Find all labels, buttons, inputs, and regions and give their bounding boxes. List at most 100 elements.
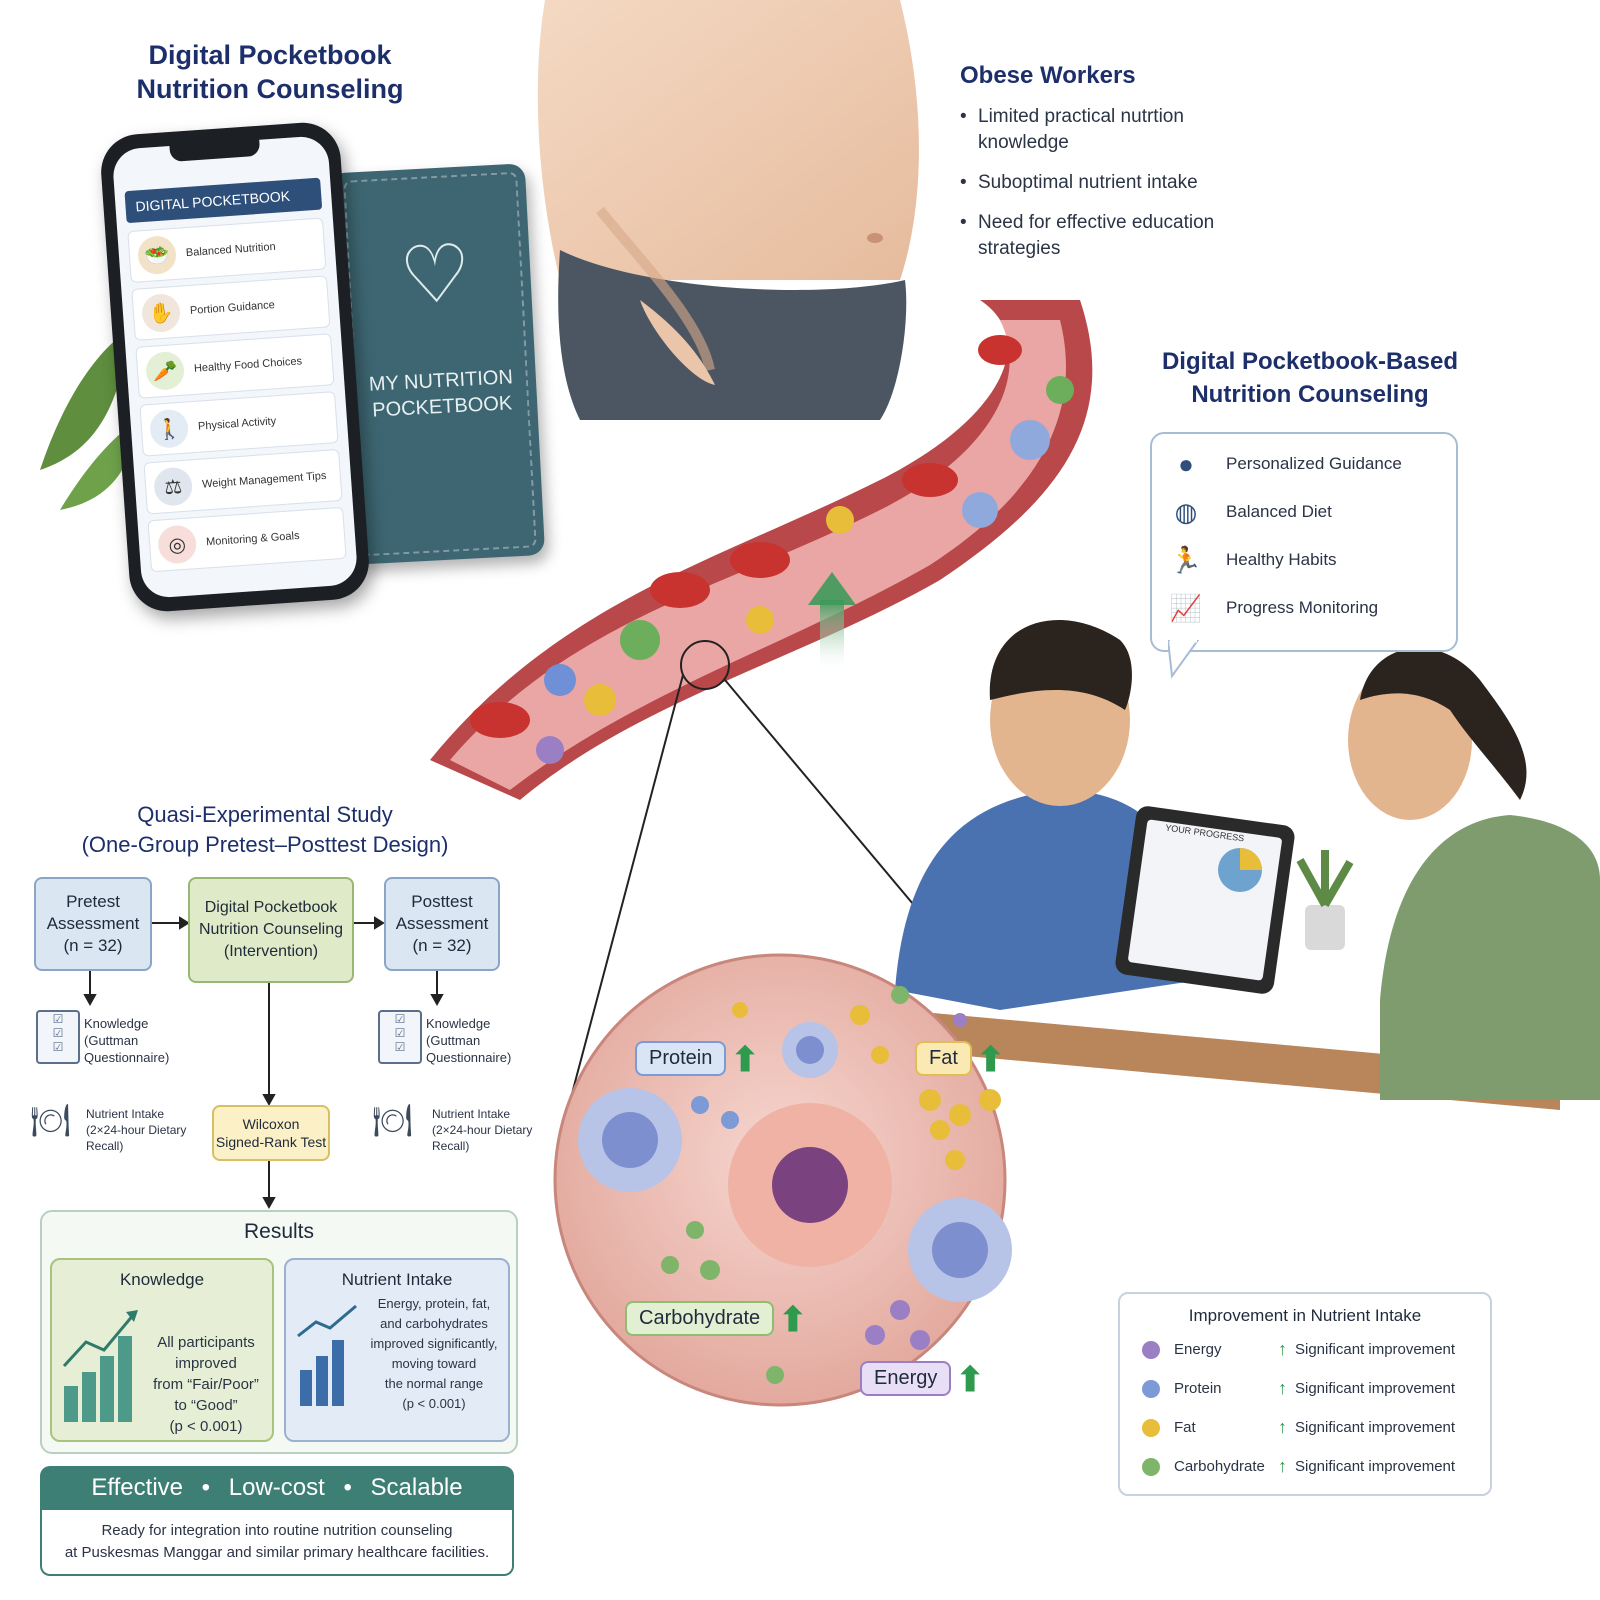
intake-line2: (2×24-hour Dietary (86, 1123, 187, 1137)
obese-torso-illustration (537, 0, 919, 420)
banner-word-scalable: Scalable (370, 1474, 463, 1501)
knowledge-result-line: to “Good” (174, 1397, 238, 1414)
intake-line3: Recall) (86, 1139, 124, 1153)
up-arrow-icon: ⬆ (730, 1041, 760, 1079)
intake-result-line: (p < 0.001) (402, 1396, 466, 1411)
intake-result-line: the normal range (384, 1376, 484, 1391)
obese-workers-section: Obese Workers Limited practical nutrtion… (960, 62, 1260, 276)
fat-label-group: Fat ⬆ (915, 1040, 1005, 1080)
pocketbook-title: Digital Pocketbook Nutrition Counseling (120, 38, 420, 106)
intake-line2: (2×24-hour Dietary (432, 1123, 533, 1137)
up-arrow-icon: ↑ (1278, 1417, 1287, 1437)
menu-item-weight-management[interactable]: ⚖ Weight Management Tips (143, 448, 343, 515)
fat-label: Fat (915, 1041, 972, 1077)
carbohydrate-dot-icon (1142, 1457, 1160, 1476)
menu-item-balanced-nutrition[interactable]: 🥗 Balanced Nutrition (127, 217, 327, 284)
study-title-line1: Quasi-Experimental Study (137, 802, 393, 827)
counseling-item-label: Progress Monitoring (1226, 598, 1379, 617)
vegetables-icon: 🥕 (144, 350, 186, 392)
rising-bars-icon (62, 1310, 138, 1422)
counseling-item: 🏃Healthy Habits (1152, 536, 1456, 584)
up-arrow-icon: ↑ (1278, 1339, 1287, 1359)
menu-item-label: Monitoring & Goals (205, 529, 300, 549)
legend-label: Carbohydrate (1174, 1458, 1265, 1475)
food-plate-icon: ◍ (1174, 496, 1198, 527)
test-line1: Wilcoxon (242, 1116, 300, 1132)
intake-line3: Recall) (432, 1139, 470, 1153)
apple-heart-icon: ♡ (397, 228, 474, 321)
walking-person-icon: 🚶 (148, 408, 190, 450)
intake-result-line: and carbohydrates (380, 1316, 488, 1331)
knowledge-line1: Knowledge (84, 1016, 149, 1031)
energy-label-group: Energy ⬆ (860, 1360, 984, 1400)
banner-footer-line2: at Puskesmas Manggar and similar primary… (64, 1544, 490, 1561)
knowledge-result-line: improved (175, 1355, 237, 1372)
energy-dot-icon (1142, 1340, 1160, 1359)
knowledge-result-line: from “Fair/Poor” (153, 1376, 259, 1393)
book-title: MY NUTRITION POCKETBOOK (345, 363, 537, 425)
legend-row-fat: Fat ↑ Significant improvement (1120, 1408, 1490, 1447)
study-title: Quasi-Experimental Study (One-Group Pret… (30, 800, 500, 860)
menu-item-physical-activity[interactable]: 🚶 Physical Activity (139, 391, 339, 457)
obese-workers-list: Limited practical nutrtion knowledge Sub… (960, 104, 1260, 262)
app-title: DIGITAL POCKETBOOK (135, 187, 291, 215)
intake-result-line: Energy, protein, fat, (377, 1296, 491, 1311)
up-arrow-icon: ⬆ (955, 1361, 985, 1399)
carbohydrate-label-group: Carbohydrate ⬆ (625, 1300, 807, 1340)
pocketbook-title-line2: Nutrition Counseling (136, 74, 404, 104)
menu-item-label: Weight Management Tips (201, 469, 327, 491)
energy-label: Energy (860, 1361, 952, 1397)
menu-item-portion-guidance[interactable]: ✋ Portion Guidance (131, 275, 331, 341)
banner-header: Effective • Low-cost • Scalable (40, 1466, 514, 1510)
posttest-line1: Posttest (411, 892, 473, 911)
menu-item-healthy-food-choices[interactable]: 🥕 Healthy Food Choices (135, 333, 335, 399)
knowledge-line2: (Guttman (84, 1033, 139, 1048)
salad-bowl-icon: 🥗 (136, 234, 178, 276)
counseling-item-label: Personalized Guidance (1226, 454, 1402, 473)
up-arrow-icon: ↑ (1278, 1456, 1287, 1476)
measuring-hand-icon: ✋ (140, 292, 182, 334)
banner-footer: Ready for integration into routine nutri… (40, 1510, 514, 1576)
legend-row-carbohydrate: Carbohydrate ↑ Significant improvement (1120, 1447, 1490, 1486)
legend-title: Improvement in Nutrient Intake (1188, 1306, 1422, 1325)
counseling-title-line1: Digital Pocketbook-Based (1161, 348, 1459, 375)
fat-dot-icon (1142, 1418, 1160, 1437)
target-icon: ◎ (156, 524, 198, 565)
knowledge-result-line: All participants (157, 1334, 255, 1351)
banner-separator: • (201, 1474, 211, 1501)
menu-item-label: Portion Guidance (189, 299, 276, 317)
menu-item-label: Physical Activity (197, 415, 277, 433)
scale-icon: ⚖ (152, 466, 194, 507)
knowledge-line3: Questionnaire) (426, 1050, 512, 1065)
menu-item-monitoring-goals[interactable]: ◎ Monitoring & Goals (147, 506, 347, 573)
legend-row-protein: Protein ↑ Significant improvement (1120, 1369, 1490, 1408)
flow-arrows (83, 916, 444, 1210)
protein-label: Protein (635, 1041, 727, 1077)
banner-separator: • (343, 1474, 352, 1501)
checklist-icon: ☑☑☑ (36, 1010, 80, 1064)
plate-fork-icon: 🍽 (30, 1102, 71, 1138)
banner-word-effective: Effective (91, 1474, 183, 1501)
phone-screen: DIGITAL POCKETBOOK 🥗 Balanced Nutrition … (111, 135, 359, 599)
intake-result-card: Nutrient Intake Energy, protein, fat, an… (284, 1258, 510, 1442)
counseling-item-label: Balanced Diet (1226, 502, 1332, 521)
legend-row-energy: Energy ↑ Significant improvement (1120, 1330, 1490, 1369)
pocketbook-title-line1: Digital Pocketbook (148, 40, 392, 70)
intake-result-line: moving toward (391, 1356, 477, 1371)
posttest-line2: Assessment (395, 914, 489, 933)
up-arrow-icon: ↑ (1278, 1378, 1287, 1398)
callout-tail (1168, 640, 1200, 679)
pretest-line3: (n = 32) (63, 936, 123, 955)
intervention-line3: (Intervention) (223, 943, 319, 960)
counseling-item: 📈Progress Monitoring (1152, 584, 1456, 632)
banner-footer-line1: Ready for integration into routine nutri… (101, 1522, 453, 1539)
legend-status: Significant improvement (1295, 1419, 1456, 1436)
legend-label: Protein (1174, 1380, 1222, 1397)
intake-line1: Nutrient Intake (432, 1107, 511, 1121)
results-panel: Results Knowledge All participants impro… (40, 1210, 518, 1454)
pretest-line2: Assessment (46, 914, 140, 933)
